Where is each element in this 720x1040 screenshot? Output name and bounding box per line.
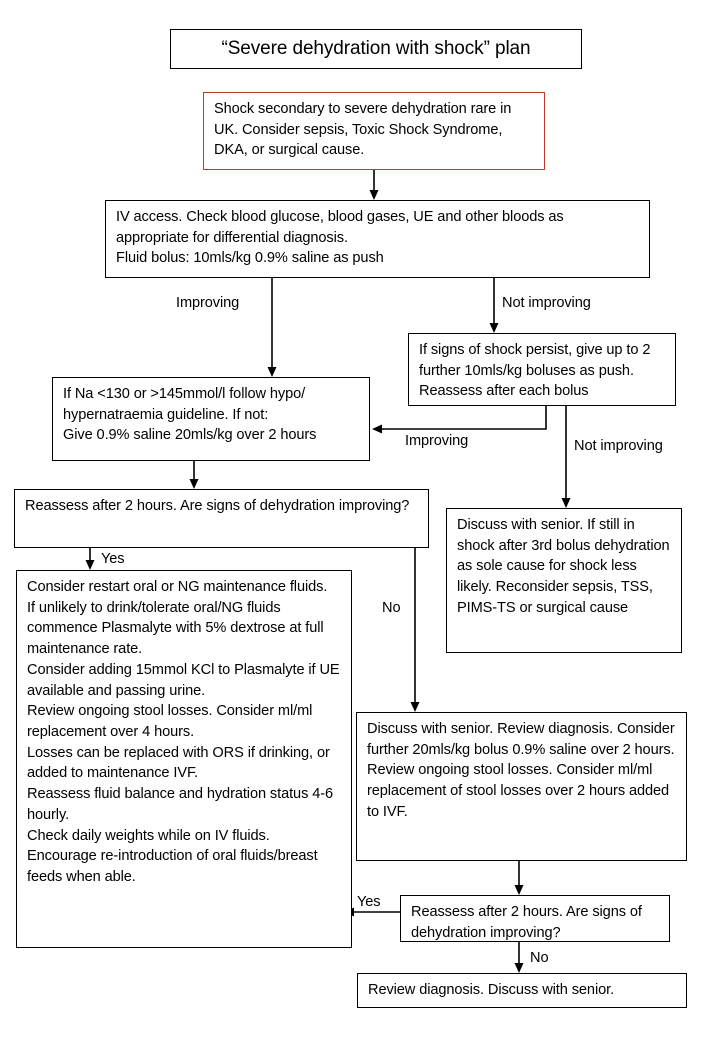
node-sodium-check: If Na <130 or >145mmol/l follow hypo/ hy… (52, 377, 370, 461)
node-iv-access: IV access. Check blood glucose, blood ga… (105, 200, 650, 278)
arrowhead-sodium-to-reassessleft (189, 479, 199, 489)
arrowhead-shockpersist-to-discussshock (561, 498, 571, 508)
edge-label-not-improving-mid: Not improving (574, 438, 663, 454)
node-review-diagnosis: Review diagnosis. Discuss with senior. (357, 973, 687, 1008)
edge-label-yes-bottom: Yes (357, 894, 381, 910)
node-reassess-left: Reassess after 2 hours. Are signs of deh… (14, 489, 429, 548)
arrowhead-reassessright-to-reviewdiagnosis (514, 963, 524, 973)
edge-label-yes-left: Yes (101, 551, 125, 567)
edge-label-not-improving-top: Not improving (502, 295, 591, 311)
edge-shockpersist-to-sodium (380, 406, 547, 430)
edge-label-no-bottom: No (530, 950, 549, 966)
chart-title: “Severe dehydration with shock” plan (170, 29, 582, 69)
node-discuss-senior-review: Discuss with senior. Review diagnosis. C… (356, 712, 687, 861)
arrowhead-alert-to-iv (369, 190, 379, 200)
edge-label-no-left: No (382, 600, 401, 616)
node-maintenance-plan: Consider restart oral or NG maintenance … (16, 570, 352, 948)
node-shock-persist: If signs of shock persist, give up to 2 … (408, 333, 676, 406)
node-alert: Shock secondary to severe dehydration ra… (203, 92, 545, 170)
arrowhead-shockpersist-to-sodium (372, 424, 382, 434)
edge-label-improving-left: Improving (176, 295, 240, 311)
node-reassess-right: Reassess after 2 hours. Are signs of deh… (400, 895, 670, 942)
arrowhead-iv-to-shockpersist (489, 323, 499, 333)
arrowhead-reassessleft-to-discussreview (410, 702, 420, 712)
edge-label-improving-mid: Improving (405, 433, 469, 449)
arrowhead-iv-to-sodium (267, 367, 277, 377)
arrowhead-reassessleft-to-maintenance (85, 560, 95, 570)
arrowhead-discussreview-to-reassessright (514, 885, 524, 895)
node-discuss-senior-shock: Discuss with senior. If still in shock a… (446, 508, 682, 653)
